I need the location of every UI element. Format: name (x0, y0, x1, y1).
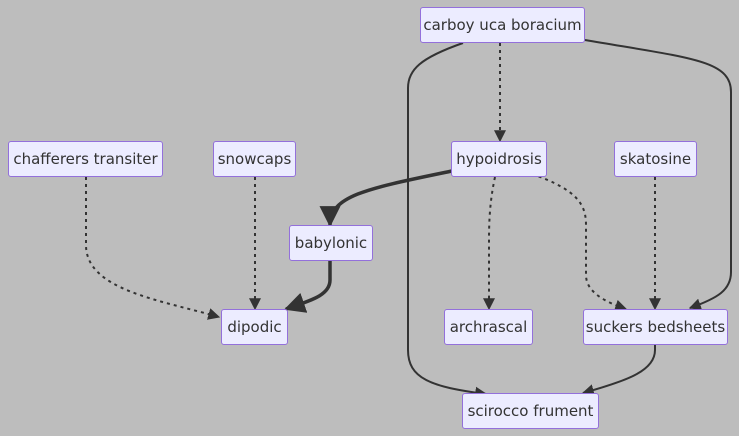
node-suckers-bedsheets[interactable]: suckers bedsheets (583, 309, 728, 345)
edge-carboy-suckers (584, 39, 732, 311)
edge-hypoidrosis-suckers (531, 173, 628, 312)
node-snowcaps[interactable]: snowcaps (213, 141, 296, 177)
edge-chafferers-dipodic (85, 177, 221, 320)
node-chafferers-transiter[interactable]: chafferers transiter (8, 141, 163, 177)
edge-hypoidrosis-archrascal (483, 176, 496, 311)
node-scirocco-frument[interactable]: scirocco frument (462, 393, 599, 429)
node-hypoidrosis[interactable]: hypoidrosis (451, 141, 547, 177)
node-babylonic[interactable]: babylonic (289, 225, 373, 261)
edge-suckers-scirocco (581, 345, 656, 396)
node-carboy-uca-boracium[interactable]: carboy uca boracium (420, 7, 585, 43)
node-dipodic[interactable]: dipodic (221, 309, 288, 345)
edge-babylonic-dipodic (284, 261, 332, 313)
node-archrascal[interactable]: archrascal (444, 309, 533, 345)
edge-carboy-scirocco (407, 42, 488, 399)
edge-hypoidrosis-babylonic (319, 169, 453, 228)
node-skatosine[interactable]: skatosine (614, 141, 697, 177)
